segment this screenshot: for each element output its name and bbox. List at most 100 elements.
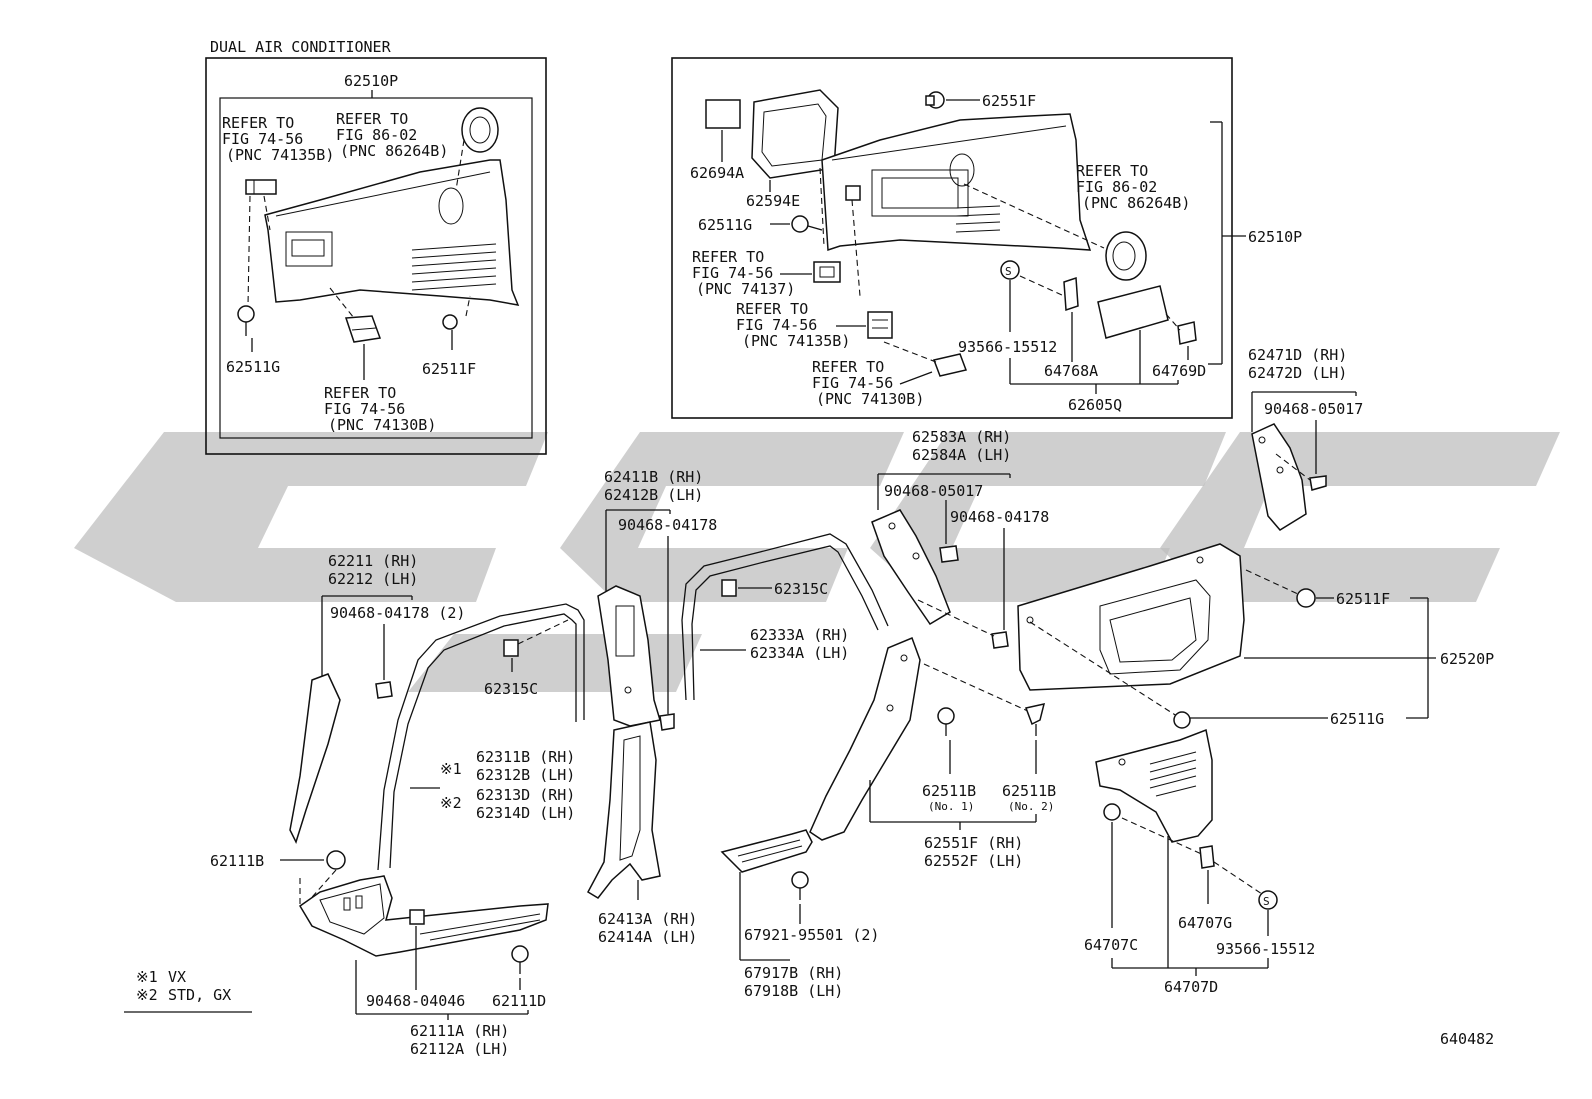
inset-refer-b: REFER TO FIG 86-02 (PNC 86264B)	[336, 110, 448, 160]
p62551F-label: 62551F	[982, 92, 1036, 110]
inset-clip-icon	[245, 179, 277, 195]
clip-64707G-icon	[1199, 845, 1215, 869]
p62694A-label: 62694A	[690, 164, 744, 182]
svg-text:62583A (RH): 62583A (RH)	[912, 428, 1011, 446]
inset-clip-62511G-icon	[237, 305, 255, 336]
p62583A-label: 62583A (RH) 62584A (LH)	[912, 428, 1011, 464]
svg-text:67917B (RH): 67917B (RH)	[744, 964, 843, 982]
inset-frame	[205, 57, 547, 455]
refer-74130B: REFER TO FIG 74-56 (PNC 74130B)	[812, 358, 924, 408]
step-plate-62111A	[298, 875, 549, 957]
p62511B-1-label: 62511B	[922, 782, 976, 800]
svg-text:62314D (LH): 62314D (LH)	[476, 804, 575, 822]
svg-text:S: S	[1005, 265, 1012, 278]
inset-speaker-icon	[461, 107, 499, 153]
svg-text:62412B (LH): 62412B (LH)	[604, 486, 703, 504]
svg-text:(PNC 74135B): (PNC 74135B)	[226, 146, 334, 164]
svg-text:S: S	[1263, 895, 1270, 908]
p62315C-b-label: 62315C	[484, 680, 538, 698]
side-panel-62520P	[1017, 543, 1245, 691]
clip-90468-05017-right-icon	[1309, 475, 1327, 491]
p62511B-2-label: 62511B	[1002, 782, 1056, 800]
clip-67921-icon	[791, 871, 809, 900]
spec-symbol-S-bottom: S	[1258, 890, 1278, 910]
svg-text:62212 (LH): 62212 (LH)	[328, 570, 418, 588]
p62511G-right-label: 62511G	[1330, 710, 1384, 728]
svg-text:62411B (RH): 62411B (RH)	[604, 468, 703, 486]
cover-64707D	[1095, 728, 1213, 843]
p62551F-b-label: 62551F (RH) 62552F (LH)	[924, 834, 1023, 870]
p64707G-label: 64707G	[1178, 914, 1232, 932]
p90468-04178-b-label: 90468-04178	[618, 516, 717, 534]
clip-62315C-right-icon	[721, 579, 737, 597]
inset-inner-bracket	[219, 97, 533, 439]
svg-text:REFER TO: REFER TO	[1076, 162, 1148, 180]
svg-text:62413A (RH): 62413A (RH)	[598, 910, 697, 928]
clip-62511B-1-icon	[937, 707, 955, 736]
switch-74137-icon	[813, 261, 841, 283]
svg-text:(PNC 74130B): (PNC 74130B)	[816, 390, 924, 408]
scuff-plate-67917B	[720, 829, 813, 873]
p62313D-label: 62313D (RH) 62314D (LH)	[476, 786, 575, 822]
svg-text:(PNC 74130B): (PNC 74130B)	[328, 416, 436, 434]
clip-90468-04046-icon	[409, 909, 425, 925]
svg-text:FIG 74-56: FIG 74-56	[324, 400, 405, 418]
vent-74130B-icon	[932, 353, 968, 377]
svg-text:STD, GX: STD, GX	[168, 986, 231, 1004]
p62315C-a-label: 62315C	[774, 580, 828, 598]
svg-text:FIG 74-56: FIG 74-56	[812, 374, 893, 392]
p62511F-right-label: 62511F	[1336, 590, 1390, 608]
inset-vent-icon	[344, 315, 382, 343]
p62511B-1-sub-label: (No. 1)	[928, 800, 974, 813]
grommet-62551F-icon	[925, 91, 945, 109]
weatherstrip-62333A	[681, 533, 889, 701]
svg-text:62552F (LH): 62552F (LH)	[924, 852, 1023, 870]
diagram-id: 640482	[1440, 1030, 1494, 1048]
svg-text:62311B (RH): 62311B (RH)	[476, 748, 575, 766]
inset-refer-a: REFER TO FIG 74-56 (PNC 74135B)	[222, 114, 334, 164]
pillar-62583A	[871, 509, 951, 626]
clip-90468-04178-mid-icon	[991, 631, 1009, 649]
inset-assembly-label: 62510P	[344, 72, 398, 90]
svg-text:62584A (LH): 62584A (LH)	[912, 446, 1011, 464]
svg-text:FIG 86-02: FIG 86-02	[336, 126, 417, 144]
p62311B-label: 62311B (RH) 62312B (LH)	[476, 748, 575, 784]
clip-62315C-left-icon	[503, 639, 519, 657]
p93566-15512-bottom-label: 93566-15512	[1216, 940, 1315, 958]
pad-62694A-icon	[705, 99, 741, 129]
svg-text:REFER TO: REFER TO	[324, 384, 396, 402]
p67917B-label: 67917B (RH) 67918B (LH)	[744, 964, 843, 1000]
svg-text:FIG 74-56: FIG 74-56	[692, 264, 773, 282]
svg-text:(PNC 86264B): (PNC 86264B)	[340, 142, 448, 160]
p64707D-label: 64707D	[1164, 978, 1218, 996]
p62511G-top-label: 62511G	[698, 216, 752, 234]
p62471D-label: 62471D (RH) 62472D (LH)	[1248, 346, 1347, 382]
notes-legend: ※1 VX ※2 STD, GX	[136, 968, 231, 1004]
pillar-62411B	[597, 585, 661, 727]
svg-text:(PNC 86264B): (PNC 86264B)	[1082, 194, 1190, 212]
p62605Q-label: 62605Q	[1068, 396, 1122, 414]
svg-text:62333A (RH): 62333A (RH)	[750, 626, 849, 644]
svg-text:62313D (RH): 62313D (RH)	[476, 786, 575, 804]
main-assembly-frame	[671, 57, 1233, 419]
svg-text:※1: ※1	[136, 968, 158, 986]
p62333A-label: 62333A (RH) 62334A (LH)	[750, 626, 849, 662]
svg-text:※2: ※2	[136, 986, 158, 1004]
spec-symbol-S-top: S	[1000, 260, 1020, 280]
svg-text:62414A (LH): 62414A (LH)	[598, 928, 697, 946]
inset-quarter-panel	[264, 159, 520, 306]
p90468-04178-mid-label: 90468-04178	[950, 508, 1049, 526]
pillar-62413A	[587, 721, 661, 899]
svg-text:(PNC 74135B): (PNC 74135B)	[742, 332, 850, 350]
p62511B-2-sub-label: (No. 2)	[1008, 800, 1054, 813]
cover-plate-icon	[1097, 285, 1169, 339]
p93566-15512-top-label: 93566-15512	[958, 338, 1057, 356]
p67921-label: 67921-95501 (2)	[744, 926, 879, 944]
note-mark-2: ※2	[440, 794, 462, 812]
p62411B-label: 62411B (RH) 62412B (LH)	[604, 468, 703, 504]
clip-64707C-icon	[1103, 803, 1121, 821]
inset-62511G-label: 62511G	[226, 358, 280, 376]
svg-text:REFER TO: REFER TO	[336, 110, 408, 128]
p62111B-label: 62111B	[210, 852, 264, 870]
clip-62211-icon	[375, 681, 393, 699]
